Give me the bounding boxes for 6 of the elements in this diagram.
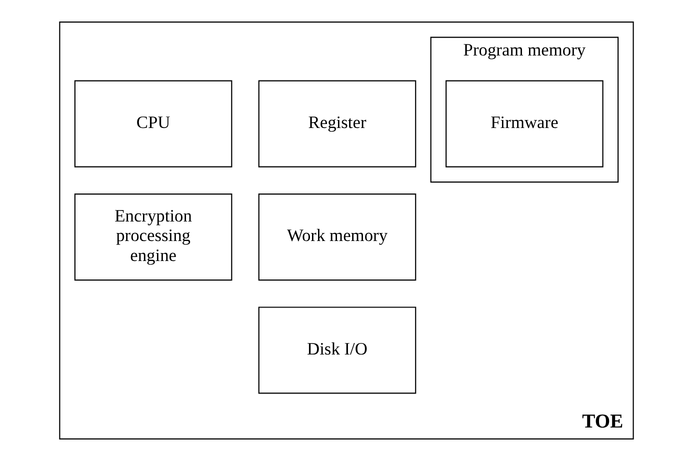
- node-box: Encryption processing engine: [74, 193, 232, 280]
- node-box: CPU: [74, 80, 232, 167]
- node-box: Firmware: [446, 80, 604, 167]
- node-box: Disk I/O: [258, 306, 416, 394]
- node-box: Work memory: [258, 193, 416, 280]
- node-box: Register: [258, 80, 416, 167]
